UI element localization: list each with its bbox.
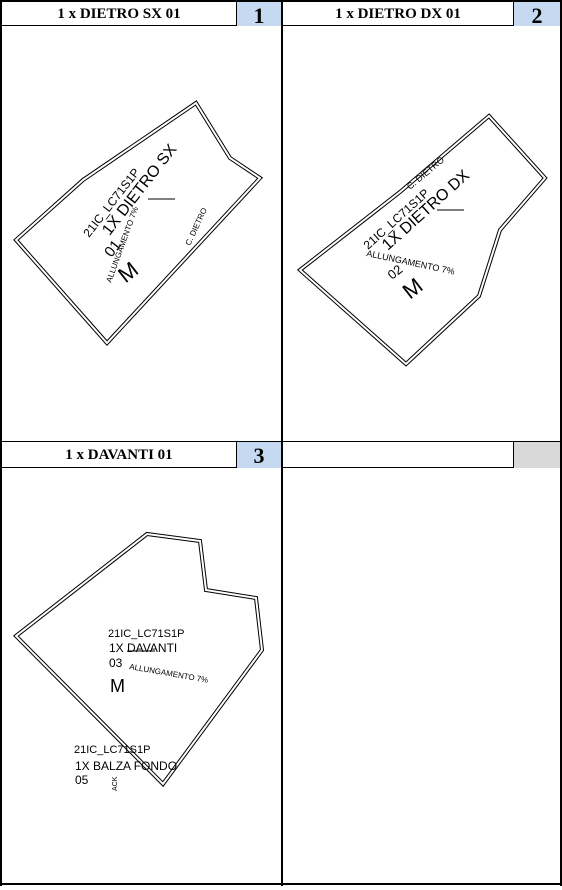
piece-3-note: ALLUNGAMENTO 7% bbox=[129, 662, 209, 685]
panel-header-2: 1 x DIETRO DX 01 2 bbox=[283, 2, 560, 28]
border-left bbox=[0, 0, 2, 886]
border-right bbox=[560, 0, 562, 886]
panel-header-1: 1 x DIETRO SX 01 1 bbox=[2, 2, 281, 28]
panel-header-4 bbox=[283, 442, 560, 468]
divider-horizontal bbox=[0, 441, 562, 442]
piece-3-outline bbox=[12, 531, 265, 788]
piece-3-side: ACK bbox=[112, 776, 119, 791]
piece-3-name: 1X DAVANTI bbox=[109, 641, 177, 655]
piece-1-num: 01 bbox=[101, 237, 125, 261]
piece-3-size: M bbox=[110, 676, 125, 696]
panel-header-3: 1 x DAVANTI 01 3 bbox=[2, 442, 281, 468]
panel-title-1: 1 x DIETRO SX 01 bbox=[57, 6, 181, 22]
piece-3-num: 03 bbox=[109, 656, 123, 670]
piece-3-code: 21IC_LC71S1P bbox=[108, 628, 184, 640]
panel-number-2: 2 bbox=[513, 2, 560, 28]
piece-3-code-2: 21IC_LC71S1P bbox=[74, 744, 150, 756]
piece-2-outline bbox=[296, 113, 548, 367]
panel-number-3: 3 bbox=[236, 442, 281, 468]
panel-number-1: 1 bbox=[236, 2, 281, 28]
piece-3-num-2: 05 bbox=[75, 773, 89, 787]
piece-3-name-2: 1X BALZA FONDO bbox=[75, 759, 177, 773]
panel-number-4 bbox=[513, 442, 560, 468]
piece-1-outline bbox=[13, 100, 264, 346]
divider-vertical bbox=[281, 0, 283, 886]
panel-title-2: 1 x DIETRO DX 01 bbox=[335, 6, 461, 22]
panel-title-3: 1 x DAVANTI 01 bbox=[65, 447, 173, 463]
